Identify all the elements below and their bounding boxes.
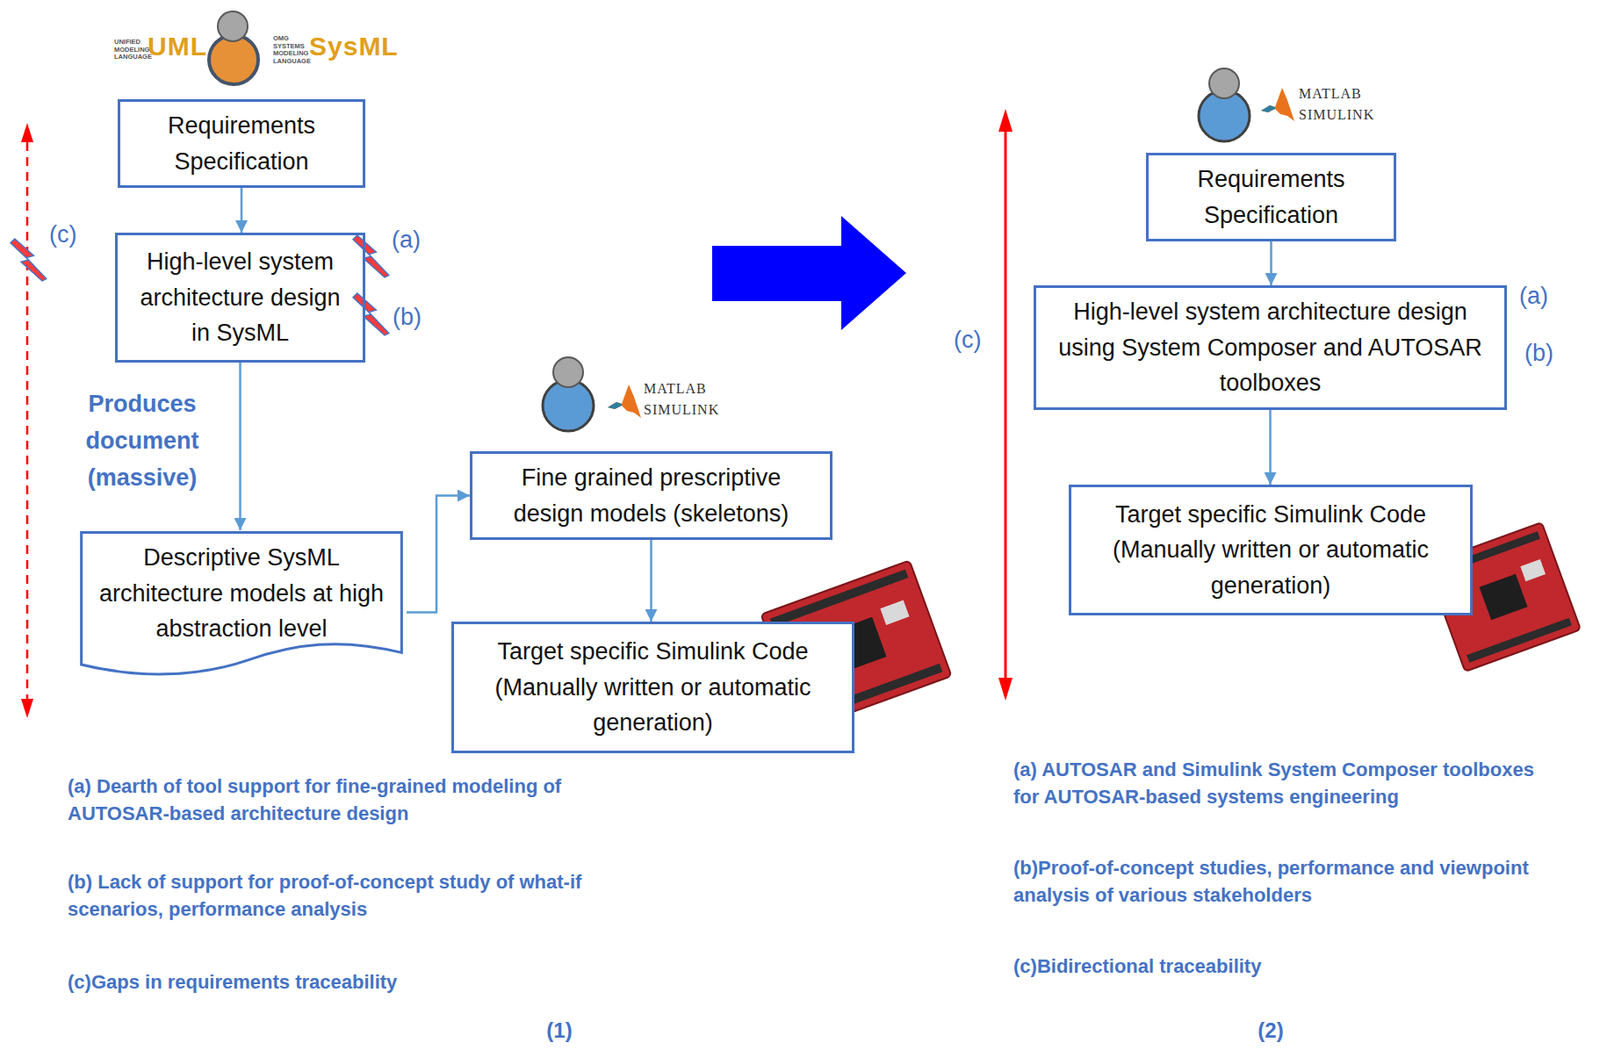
- board-chip: [1478, 574, 1528, 621]
- logo-caption: UNIFIED MODELING LANGUAGE: [114, 38, 150, 62]
- arrow-head: [998, 108, 1013, 132]
- board-connector: [1520, 559, 1546, 582]
- board-header: [1466, 618, 1572, 664]
- note-text: (b) Lack of support for proof-of-concept…: [67, 869, 630, 924]
- dashed-line: [26, 142, 29, 700]
- lightning-shape: [10, 238, 47, 282]
- callout-letter: (a): [391, 226, 421, 254]
- arrow-head: [998, 677, 1013, 701]
- process-box: High-level system architecture design us…: [1033, 285, 1507, 411]
- note-text: (a) AUTOSAR and Simulink System Composer…: [1013, 756, 1550, 812]
- process-box: Requirements Specification: [117, 99, 366, 188]
- flow-connector: [1269, 241, 1273, 286]
- logo-membrane: [1261, 87, 1295, 122]
- traceability-arrow: [21, 122, 34, 719]
- flow-connector: [406, 496, 470, 613]
- logo-membrane: [607, 384, 642, 419]
- board-connector: [879, 600, 909, 626]
- person-head: [1209, 68, 1240, 99]
- person-head: [553, 357, 584, 388]
- flow-connector: [649, 540, 653, 622]
- note-text: (c)Bidirectional traceability: [1013, 953, 1550, 981]
- matlab-logo-icon: [607, 384, 642, 419]
- arrow-head: [21, 699, 34, 719]
- node-text: Descriptive SysML architecture models at…: [90, 540, 393, 648]
- logo-wordmark: SIMULINK: [643, 402, 720, 419]
- lightning-icon: [10, 238, 47, 282]
- person-icon: [209, 11, 259, 85]
- lightning-shape: [353, 235, 390, 278]
- logo-membrane-shade: [1261, 105, 1276, 113]
- callout-letter: (a): [1519, 282, 1549, 310]
- lightning-icon: [353, 235, 390, 278]
- matlab-logo-icon: [1261, 87, 1295, 122]
- node-text: High-level system architecture design us…: [1048, 294, 1492, 402]
- note-text: (a) Dearth of tool support for fine-grai…: [67, 773, 630, 829]
- traceability-arrow: [998, 108, 1013, 701]
- note-text: (c)Gaps in requirements traceability: [67, 969, 630, 997]
- logo-letters: UML: [147, 31, 208, 62]
- node-text: High-level system architecture design in…: [129, 244, 351, 352]
- node-text: Target specific Simulink Code (Manually …: [466, 634, 840, 742]
- person-icon: [1198, 68, 1250, 142]
- lightning-icon: [353, 293, 390, 336]
- flow-connector: [240, 187, 244, 233]
- process-box: Target specific Simulink Code (Manually …: [451, 621, 855, 754]
- process-box: Target specific Simulink Code (Manually …: [1068, 484, 1473, 616]
- flow-connector: [1268, 410, 1272, 485]
- process-box: Fine grained prescriptive design models …: [469, 451, 833, 541]
- person-head: [217, 11, 248, 42]
- callout-letter: (c): [49, 221, 77, 249]
- transition-arrow: [712, 216, 907, 331]
- logo-caption: OMG SYSTEMS MODELING LANGUAGE: [273, 35, 309, 66]
- lightning-shape: [353, 293, 390, 336]
- process-box: High-level system architecture design in…: [115, 232, 366, 363]
- logo-wordmark: MATLAB: [1298, 86, 1363, 102]
- callout-letter: (b): [1524, 339, 1554, 368]
- logo-wordmark: SIMULINK: [1298, 107, 1375, 123]
- node-text: Fine grained prescriptive design models …: [484, 460, 818, 532]
- panel-number: (2): [1248, 1018, 1293, 1044]
- document-shape: Descriptive SysML architecture models at…: [76, 530, 407, 680]
- arrow-head: [21, 122, 34, 143]
- node-text: Requirements Specification: [132, 108, 351, 180]
- person-body: [209, 35, 259, 85]
- note-text: (b)Proof-of-concept studies, performance…: [1013, 855, 1550, 910]
- logo-letters: SysML: [309, 31, 399, 62]
- flow-connector: [238, 362, 242, 531]
- document-outline-path: [81, 533, 403, 675]
- logo-membrane-shade: [607, 402, 622, 410]
- callout-letter: (b): [392, 303, 422, 332]
- node-text: Requirements Specification: [1160, 161, 1382, 233]
- callout-letter: (c): [953, 326, 981, 354]
- logo-wordmark: MATLAB: [643, 381, 707, 397]
- edge-label: Produces document (massive): [72, 386, 213, 498]
- node-text: Target specific Simulink Code (Manually …: [1083, 497, 1458, 605]
- solid-line: [1004, 131, 1008, 678]
- process-box: Requirements Specification: [1145, 152, 1397, 242]
- panel-number: (1): [537, 1018, 582, 1044]
- person-icon: [542, 357, 594, 432]
